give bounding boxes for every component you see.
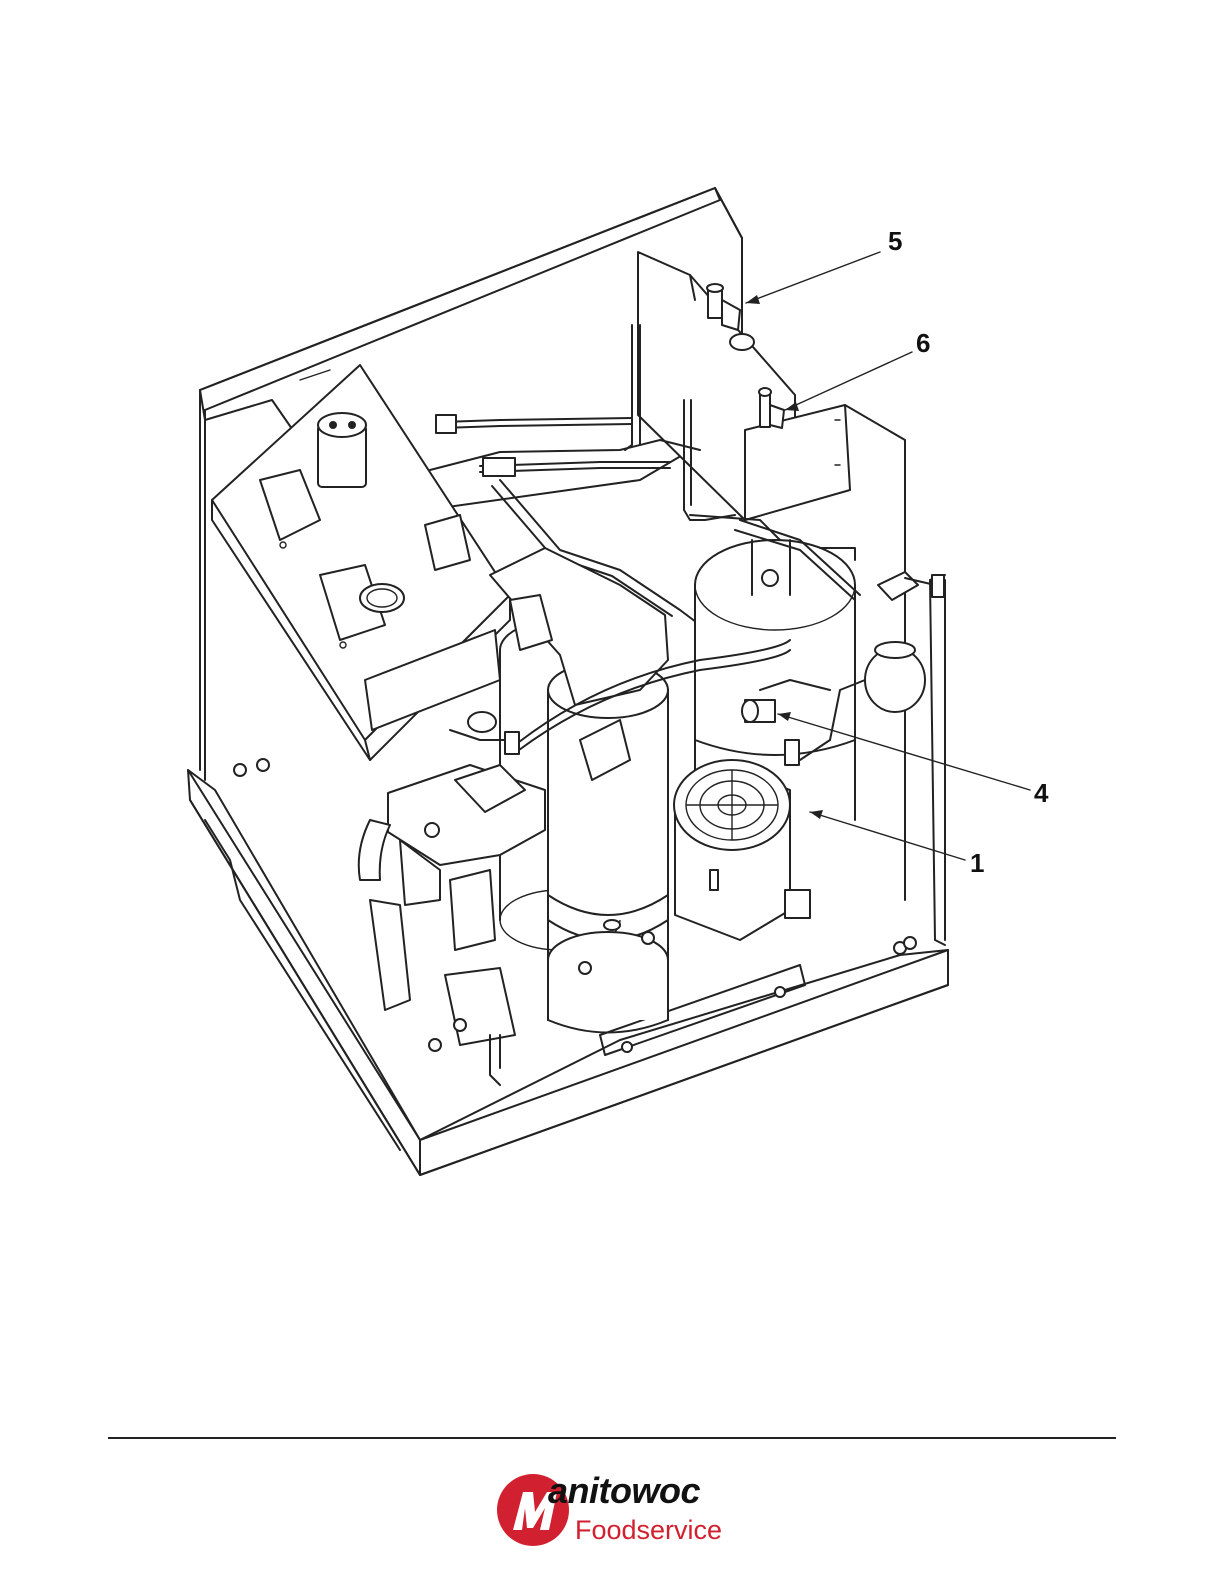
- brand-name: anitowoc: [548, 1470, 700, 1512]
- leader-6: [785, 352, 912, 410]
- callout-4: 4: [1034, 778, 1049, 808]
- brand-subtitle: Foodservice: [575, 1515, 722, 1546]
- leader-5: [746, 252, 880, 303]
- footer-divider: [108, 1437, 1116, 1439]
- callout-5: 5: [888, 226, 902, 256]
- callout-6: 6: [916, 328, 930, 358]
- leader-1: [810, 812, 965, 860]
- callout-1: 1: [970, 848, 984, 878]
- right-compressor: [674, 540, 855, 940]
- valve-partition: [638, 252, 850, 520]
